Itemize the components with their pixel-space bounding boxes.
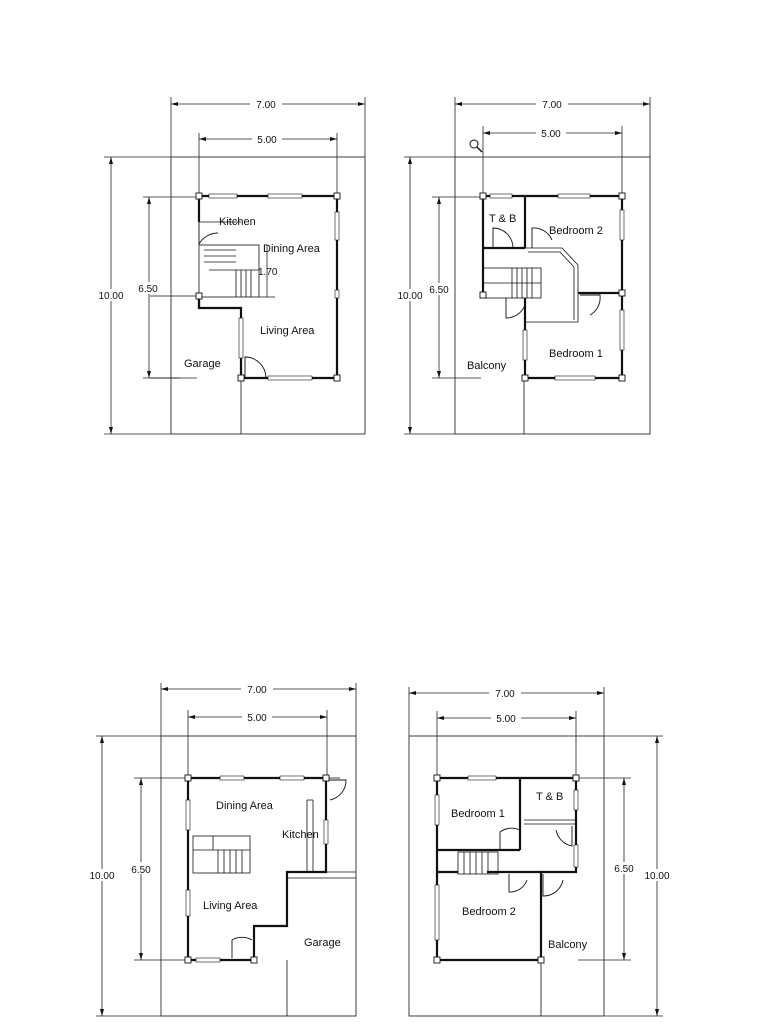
room-label-bedroom-1: Bedroom 1	[549, 348, 603, 360]
door-swing	[198, 222, 219, 246]
dim-label: 5.00	[247, 713, 267, 724]
dim-height-inner: 6.50	[426, 196, 481, 379]
stairs	[482, 267, 542, 299]
dim-label: 5.00	[257, 135, 277, 146]
door-swing	[505, 298, 526, 319]
dim-label: 6.50	[131, 865, 151, 876]
floor-plan-1: 7.00 5.00 10.00 6.50	[94, 97, 366, 435]
floor-plan-3: 7.00 5.00 10.00 6.50	[85, 682, 357, 1017]
dim-label: 6.50	[138, 284, 158, 295]
door-swing	[531, 227, 553, 248]
room-label-living-area: Living Area	[260, 325, 315, 337]
room-label-balcony: Balcony	[467, 360, 507, 372]
dim-label: 10.00	[98, 291, 123, 302]
dim-height-outer: 10.00	[604, 735, 674, 1017]
lot-outline	[160, 735, 357, 1017]
dim-label: 10.00	[89, 871, 114, 882]
dim-label: 5.00	[541, 129, 561, 140]
dim-width-outer: 7.00	[160, 682, 357, 736]
door-swing	[580, 294, 601, 316]
room-label-kitchen: Kitchen	[282, 829, 319, 841]
dim-width-inner: 5.00	[187, 710, 328, 778]
dim-label: 7.00	[247, 685, 267, 696]
dim-width-inner: 5.00	[482, 126, 623, 196]
lot-outline	[408, 735, 605, 1017]
dim-label: 6.50	[429, 285, 449, 296]
door-swing	[244, 356, 267, 379]
stairs	[198, 244, 260, 298]
stairs	[192, 835, 251, 874]
dim-label: 6.50	[614, 864, 634, 875]
room-label-bedroom-2: Bedroom 2	[462, 906, 516, 918]
door-swing	[499, 827, 521, 850]
dim-height-inner: 6.50	[134, 196, 197, 379]
dim-label: 5.00	[496, 714, 516, 725]
room-label-garage: Garage	[184, 358, 221, 370]
door-swing	[326, 779, 347, 801]
room-label-living-area: Living Area	[203, 900, 258, 912]
stairs	[457, 851, 499, 875]
door-swing	[555, 826, 573, 847]
dim-height-inner: 6.50	[127, 777, 186, 961]
dim-label: 10.00	[397, 291, 422, 302]
room-label-t-and-b: T & B	[536, 791, 563, 803]
dim-width-outer: 7.00	[170, 97, 366, 157]
door-swing	[231, 936, 253, 958]
dim-label: 1.70	[258, 267, 278, 278]
door-swing	[492, 227, 514, 249]
room-label-bedroom-2: Bedroom 2	[549, 225, 603, 237]
room-label-bedroom-1: Bedroom 1	[451, 808, 505, 820]
dim-width-inner: 5.00	[436, 711, 577, 778]
room-label-balcony: Balcony	[548, 939, 588, 951]
room-label-dining-area: Dining Area	[263, 243, 321, 255]
dim-height-outer: 10.00	[85, 735, 161, 1017]
dim-width-inner: 5.00	[198, 133, 338, 196]
lot-outline	[454, 156, 651, 435]
dim-label: 7.00	[542, 100, 562, 111]
room-label-kitchen: Kitchen	[219, 216, 256, 228]
floor-plan-2: 7.00 5.00 10.00 6.50	[394, 97, 651, 435]
dim-label: 7.00	[495, 689, 515, 700]
lot-outline	[170, 156, 366, 435]
dim-height-inner: 6.50	[578, 777, 638, 961]
dim-label: 10.00	[644, 871, 669, 882]
dim-label: 7.00	[256, 100, 276, 111]
magnifier-icon[interactable]	[469, 139, 483, 153]
room-label-t-and-b: T & B	[489, 213, 516, 225]
dim-width-outer: 7.00	[454, 97, 651, 157]
dim-height-outer: 10.00	[394, 156, 455, 435]
floor-plan-4: 7.00 5.00 10.00 6.50	[408, 687, 674, 1017]
room-label-dining-area: Dining Area	[216, 800, 274, 812]
room-label-garage: Garage	[304, 937, 341, 949]
dim-height-outer: 10.00	[94, 156, 171, 435]
door-swing	[542, 874, 564, 897]
door-swing	[508, 874, 528, 893]
dim-width-outer: 7.00	[408, 687, 605, 736]
